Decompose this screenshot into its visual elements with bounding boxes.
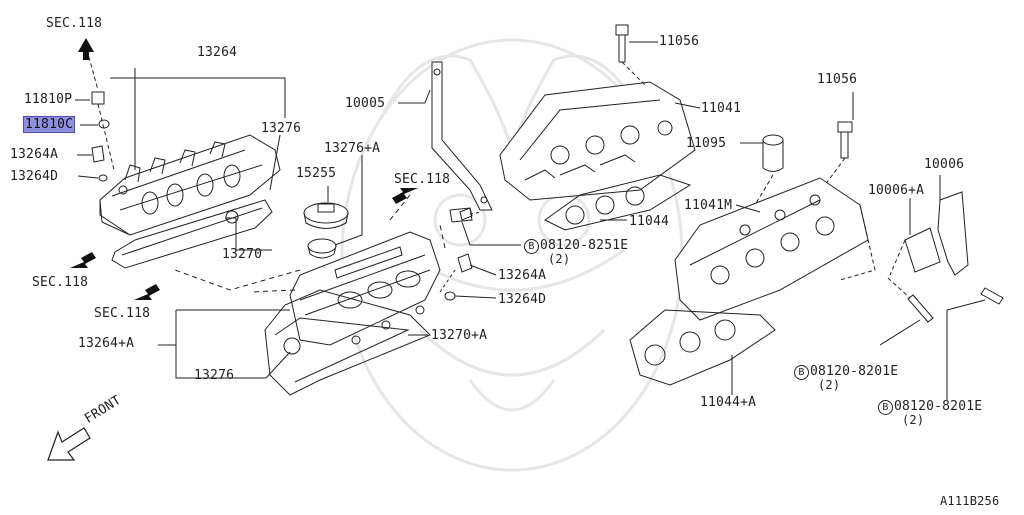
- bolt-symbol-icon: B: [524, 239, 539, 254]
- label-10005[interactable]: 10005: [345, 96, 386, 111]
- arrow-down-left-icon: [134, 284, 160, 300]
- label-15255[interactable]: 15255: [296, 166, 337, 181]
- cylinder-head-upper: [499, 81, 696, 201]
- label-13264A-left[interactable]: 13264A: [10, 147, 59, 162]
- bolt-08120-8251E: [449, 207, 483, 223]
- cylinder-head-right: [674, 177, 876, 321]
- label-08120-8201E-a-qty: (2): [818, 378, 841, 392]
- label-13276-top[interactable]: 13276: [261, 121, 302, 136]
- label-11095[interactable]: 11095: [686, 136, 727, 151]
- leader-lines: [75, 41, 986, 400]
- label-08120-8201E-a-text: 08120-8201E: [810, 364, 899, 379]
- label-sec118-mid[interactable]: SEC.118: [94, 306, 151, 321]
- rocker-cover-left: [99, 134, 281, 236]
- gasket-left: [111, 199, 273, 269]
- diagram-ref-code: A111B256: [940, 494, 1000, 508]
- label-sec118-top[interactable]: SEC.118: [46, 16, 103, 31]
- bracket-10005: [431, 61, 493, 221]
- label-11044[interactable]: 11044: [629, 214, 670, 229]
- label-13270[interactable]: 13270: [222, 247, 263, 262]
- label-10006[interactable]: 10006: [924, 157, 965, 172]
- label-sec118-left[interactable]: SEC.118: [32, 275, 89, 290]
- label-13264plusA[interactable]: 13264+A: [78, 336, 135, 351]
- label-11041[interactable]: 11041: [701, 101, 742, 116]
- bracket-10006: [889, 191, 969, 276]
- plug-tube: [739, 134, 784, 231]
- label-11041M[interactable]: 11041M: [684, 198, 733, 213]
- label-11810C[interactable]: 11810C: [22, 116, 76, 133]
- label-13264D-left[interactable]: 13264D: [10, 169, 59, 184]
- arrow-down-left-icon: [70, 252, 96, 268]
- arrow-up-icon: [78, 38, 94, 60]
- bolt-symbol-icon: B: [878, 400, 893, 415]
- label-13276A[interactable]: 13276+A: [324, 141, 381, 156]
- gasket-center: [264, 289, 431, 396]
- head-gasket-upper: [544, 174, 692, 231]
- label-sec118-center[interactable]: SEC.118: [394, 172, 451, 187]
- bolt-11056-right: [824, 121, 853, 186]
- label-10006A[interactable]: 10006+A: [868, 183, 925, 198]
- label-13264A-mid[interactable]: 13264A: [498, 268, 547, 283]
- pcv-valve-parts: [86, 49, 115, 182]
- label-13270A[interactable]: 13270+A: [431, 328, 488, 343]
- label-13276-bottom[interactable]: 13276: [194, 368, 235, 383]
- label-11044A[interactable]: 11044+A: [700, 395, 757, 410]
- bolts-08120-8201E: [887, 277, 1004, 323]
- assembly-lines: [174, 194, 446, 293]
- label-08120-8201E-b-qty: (2): [902, 413, 925, 427]
- label-08120-8251E-qty: (2): [548, 252, 571, 266]
- front-arrow-icon: [47, 427, 91, 461]
- label-11056-right[interactable]: 11056: [817, 72, 858, 87]
- bolt-symbol-icon: B: [794, 365, 809, 380]
- rocker-cover-center: [289, 231, 441, 346]
- label-11056-top[interactable]: 11056: [659, 34, 700, 49]
- head-gasket-lower: [629, 309, 776, 386]
- label-13264D-mid[interactable]: 13264D: [498, 292, 547, 307]
- arrow-up-right-icon: [392, 188, 418, 204]
- section-arrows: [70, 38, 418, 300]
- bolt-11056-top: [615, 24, 646, 86]
- label-13264[interactable]: 13264: [197, 45, 238, 60]
- label-08120-8251E-text: 08120-8251E: [540, 238, 629, 253]
- label-11810P[interactable]: 11810P: [24, 92, 73, 107]
- label-08120-8201E-b-text: 08120-8201E: [894, 399, 983, 414]
